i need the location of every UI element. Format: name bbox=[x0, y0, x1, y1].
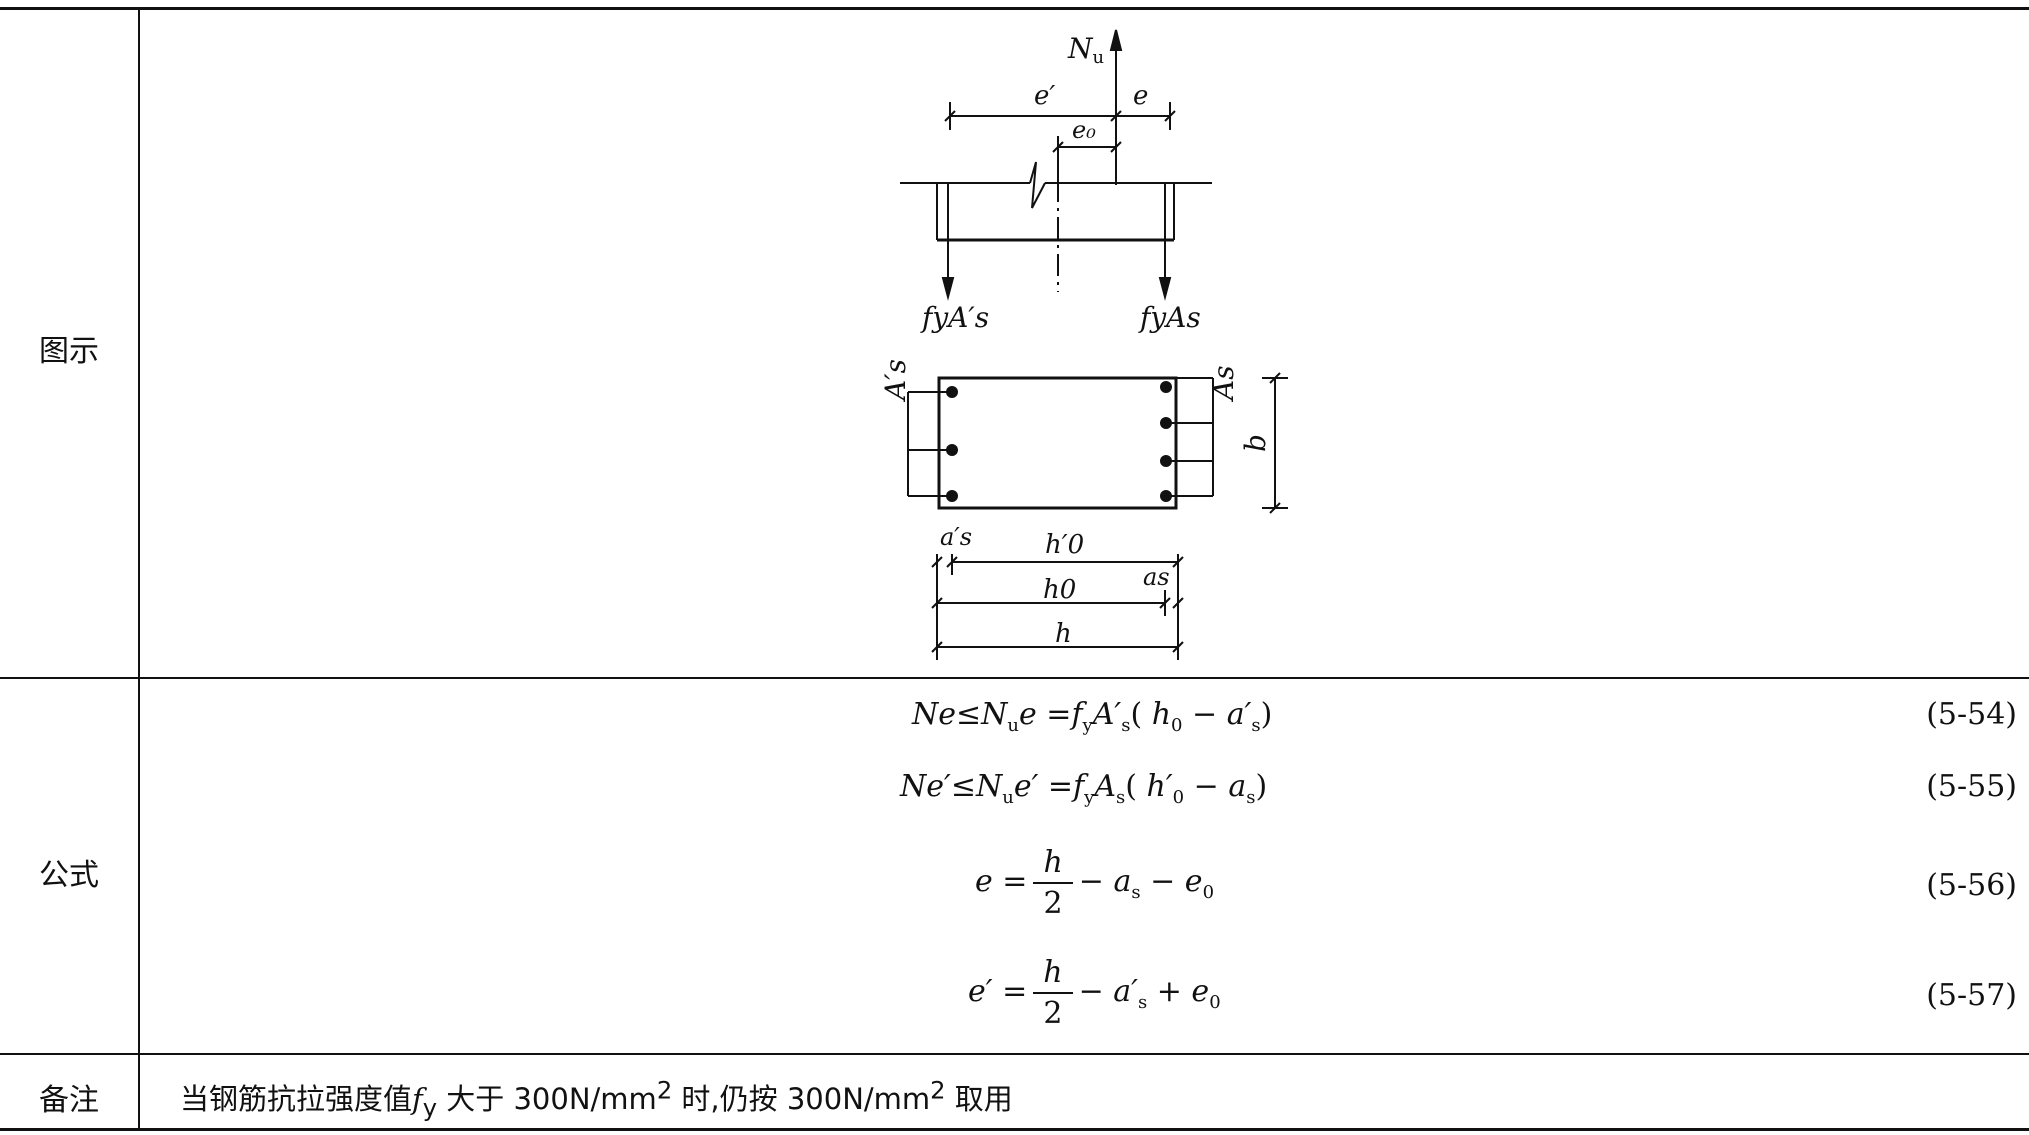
note-text: 当钢筋抗拉强度值fy 大于 300N/mm2 时,仍按 300N/mm2 取用 bbox=[180, 1076, 1013, 1122]
label-a-s: as bbox=[1143, 563, 1170, 591]
row-label-formula: 公式 bbox=[39, 858, 99, 893]
rebar-dots bbox=[946, 381, 1172, 502]
label-force-right: fyAs bbox=[1138, 301, 1201, 334]
formula-number-5-57: (5-57) bbox=[1926, 978, 2017, 1013]
row-label-diagram: 图示 bbox=[39, 334, 99, 369]
divider-formula-note bbox=[0, 1053, 2029, 1055]
formula-number-5-55: (5-55) bbox=[1926, 769, 2017, 804]
top-rule bbox=[0, 7, 2029, 10]
formula-number-5-54: (5-54) bbox=[1926, 697, 2017, 732]
formula-5-54: Ne≤Nue =fyA′s( h0 − a′s) bbox=[912, 697, 1273, 736]
bottom-rule bbox=[0, 1128, 2029, 1131]
label-h: h bbox=[1055, 619, 1072, 649]
label-b: b bbox=[1239, 434, 1272, 452]
divider-diagram-formula bbox=[0, 677, 2029, 679]
label-e: e bbox=[1133, 81, 1148, 111]
row-label-note: 备注 bbox=[39, 1083, 99, 1118]
label-h0-prime: h′0 bbox=[1045, 530, 1084, 560]
formula-number-5-56: (5-56) bbox=[1926, 868, 2017, 903]
column-divider bbox=[138, 9, 140, 1129]
label-h0: h0 bbox=[1043, 575, 1076, 605]
label-nu: Nu bbox=[1067, 32, 1104, 68]
nu-arrow-head bbox=[1109, 29, 1123, 51]
label-e-prime: e′ bbox=[1034, 81, 1055, 111]
label-force-left: fyA′s bbox=[920, 301, 989, 334]
label-e0: e₀ bbox=[1072, 116, 1096, 144]
formula-5-55: Ne′≤Nue′ =fyAs( h′0 − as) bbox=[900, 769, 1268, 808]
label-a-s-prime: a′s bbox=[940, 523, 972, 551]
label-as: As bbox=[1207, 365, 1240, 403]
section-diagram: Nu e′ e e₀ fyA′s fyAs A′s As b a′s h′0 a… bbox=[879, 29, 1288, 660]
label-as-prime: A′s bbox=[879, 359, 912, 403]
